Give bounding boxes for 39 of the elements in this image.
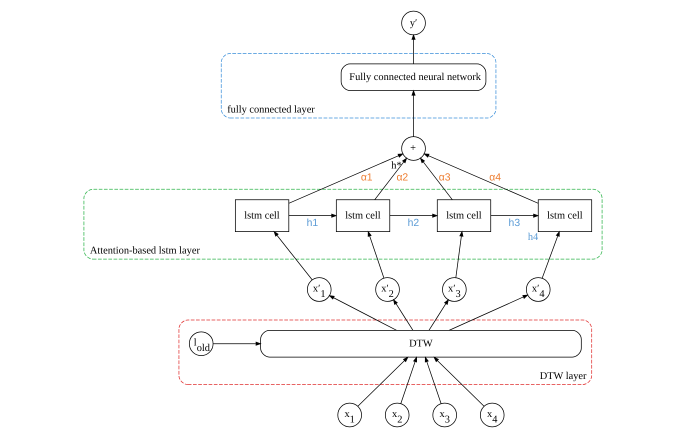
node-box: lstm cell: [234, 199, 290, 232]
arrow: [411, 34, 416, 64]
arrow: [420, 157, 453, 200]
arrow: [423, 153, 539, 204]
arrow: [288, 214, 338, 218]
arrow: [273, 230, 313, 280]
arrow: [424, 356, 442, 404]
arrow: [448, 294, 529, 331]
arrow: [288, 153, 404, 204]
arrow: [357, 356, 409, 407]
arrow: [542, 230, 560, 278]
node-circle: y′: [401, 10, 426, 36]
arrow: [328, 295, 397, 331]
arrow: [456, 230, 464, 278]
arrow: [368, 230, 384, 278]
node-box: DTW: [260, 330, 582, 358]
node-box: lstm cell: [538, 199, 592, 232]
arrow: [374, 157, 408, 200]
node-box: Fully connected neural network: [340, 63, 486, 91]
arrow: [411, 90, 416, 137]
arrow: [212, 342, 262, 346]
arrow: [490, 214, 540, 218]
node-box: lstm cell: [336, 199, 390, 232]
edge-label: α2: [396, 172, 408, 184]
arrow: [428, 298, 449, 331]
arrow: [433, 356, 484, 407]
node-label: h*: [391, 160, 402, 172]
edge-label: h2: [408, 218, 420, 230]
node-box: lstm cell: [436, 199, 492, 232]
edge-label: h1: [306, 218, 318, 230]
node-label: h4: [528, 232, 538, 243]
edge-label: α4: [489, 172, 502, 184]
edge-label: α1: [360, 172, 373, 184]
arrow: [389, 214, 438, 218]
arrow: [392, 298, 414, 331]
edge-label: h3: [508, 218, 520, 230]
edge-label: α3: [438, 172, 451, 184]
node-circle: +: [401, 136, 426, 161]
arrow: [400, 356, 417, 404]
